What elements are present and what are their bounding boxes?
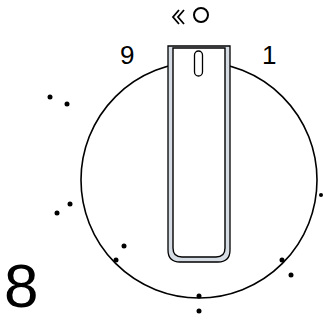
direction-symbol xyxy=(173,10,184,24)
setting-number: 1 xyxy=(262,42,276,68)
off-symbol xyxy=(194,8,208,22)
position-dots xyxy=(48,95,323,314)
knob-grip-face xyxy=(173,48,225,257)
digit-display: 8 xyxy=(4,255,38,317)
knob-grip xyxy=(168,46,230,262)
setting-number: 9 xyxy=(120,42,134,68)
indicator-mark xyxy=(195,51,203,76)
